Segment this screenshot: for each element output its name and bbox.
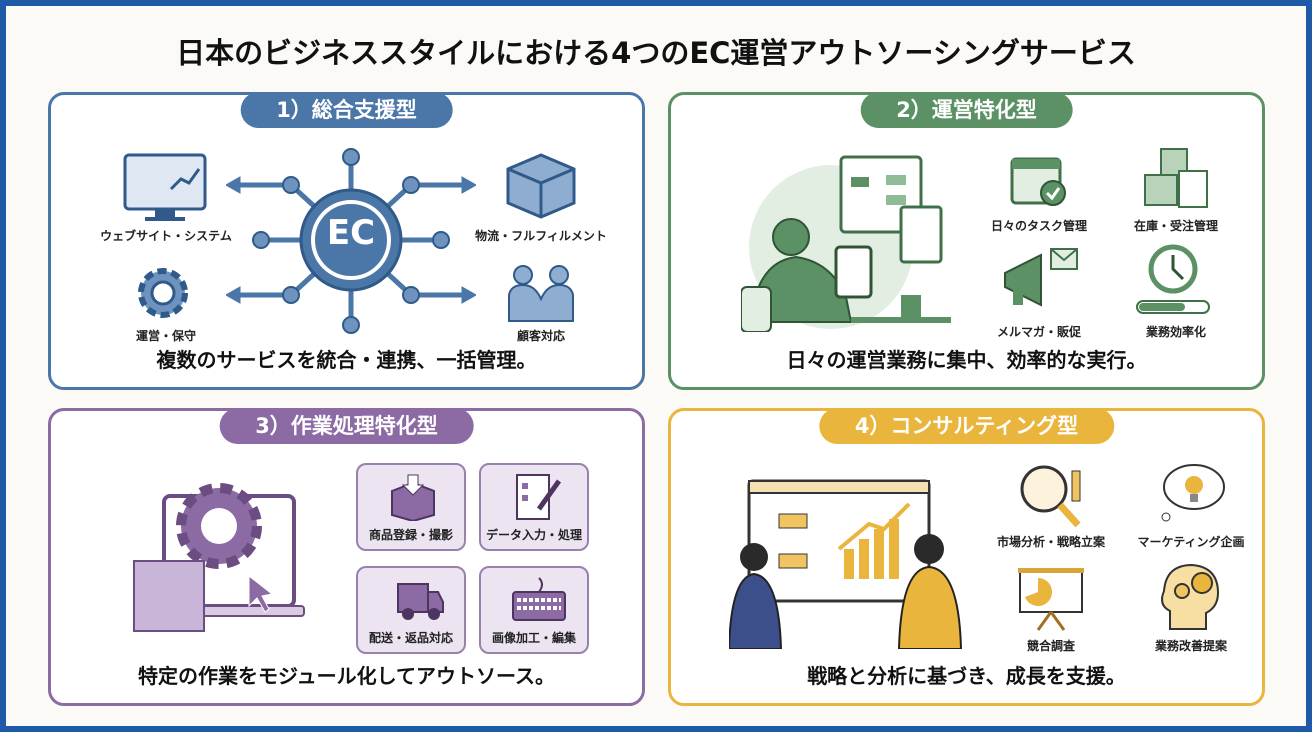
ec-hub-diagram <box>226 148 476 334</box>
presentation-pie-chart-icon <box>1018 568 1084 631</box>
tile-image-editing: 画像加工・編集 <box>479 566 589 654</box>
ec-hub-label: EC <box>326 213 376 253</box>
panel-header: 1）総合支援型 <box>240 92 453 128</box>
megaphone-mail-icon <box>1004 248 1078 307</box>
tile-data-entry: データ入力・処理 <box>479 463 589 551</box>
operator-with-tablet-illustration <box>741 155 951 332</box>
item-label: 業務改善提案 <box>1154 639 1228 653</box>
item-label: 在庫・受注管理 <box>1133 219 1219 233</box>
item-label: 業務効率化 <box>1145 325 1207 339</box>
calendar-check-icon <box>1010 157 1066 206</box>
item-label: 日々のタスク管理 <box>990 219 1088 233</box>
panel-caption: 戦略と分析に基づき、成長を支援。 <box>807 664 1126 688</box>
panel-task-processing-specialized: 3）作業処理特化型 商品登録・撮影 データ入力・処理 配送・返品対応 画像加工・… <box>48 408 645 706</box>
clock-progress-icon <box>1136 244 1210 314</box>
item-label: 競合調査 <box>1026 639 1076 653</box>
website-system-icon <box>123 153 207 221</box>
item-label: 画像加工・編集 <box>491 631 577 645</box>
panel-consulting: 4）コンサルティング型 市場分析・戦略立案 マーケティング企画 競合調査 業務改… <box>668 408 1265 706</box>
box-download-icon <box>391 474 435 521</box>
page-title: 日本のビジネススタイルにおける4つのEC運営アウトソーシングサービス <box>176 36 1136 70</box>
panel-header: 4）コンサルティング型 <box>818 408 1115 444</box>
item-label: 運営・保守 <box>135 329 197 343</box>
head-gears-icon <box>1161 563 1220 630</box>
market-analysis-magnifier-icon <box>1020 465 1081 528</box>
panel-comprehensive-support: 1）総合支援型 EC ウェブサイト・システム 物流・フルフィルメント 運営・保守… <box>48 92 645 390</box>
handshake-icon <box>508 265 574 322</box>
item-label: 商品登録・撮影 <box>368 528 454 542</box>
item-label: 顧客対応 <box>516 329 566 343</box>
tile-shipping-returns: 配送・返品対応 <box>356 566 466 654</box>
item-label: データ入力・処理 <box>485 528 583 542</box>
keyboard-icon <box>512 577 566 621</box>
consultants-presentation-illustration <box>729 479 963 649</box>
gear-icon <box>138 268 188 318</box>
item-label: マーケティング企画 <box>1137 535 1245 549</box>
item-label: ウェブサイト・システム <box>100 229 232 243</box>
delivery-truck-icon <box>397 583 444 620</box>
tile-product-registration: 商品登録・撮影 <box>356 463 466 551</box>
document-pencil-icon <box>516 474 561 520</box>
item-label: 市場分析・戦略立案 <box>996 535 1106 549</box>
item-label: 物流・フルフィルメント <box>475 229 607 243</box>
panel-operations-specialized: 2）運営特化型 日々のタスク管理 在庫・受注管理 メルマガ・販促 業務効率化 日… <box>668 92 1265 390</box>
laptop-gear-box-illustration <box>133 483 305 632</box>
panel-caption: 特定の作業をモジュール化してアウトソース。 <box>138 664 555 688</box>
panel-header: 2）運営特化型 <box>860 92 1073 128</box>
panel-header: 3）作業処理特化型 <box>219 408 474 444</box>
panel-caption: 複数のサービスを統合・連携、一括管理。 <box>156 348 537 372</box>
idea-lightbulb-icon <box>1161 464 1225 522</box>
logistics-box-icon <box>506 153 576 219</box>
item-label: 配送・返品対応 <box>368 631 454 645</box>
inventory-clipboard-icon <box>1144 148 1208 208</box>
panel-caption: 日々の運営業務に集中、効率的な実行。 <box>786 348 1147 372</box>
item-label: メルマガ・販促 <box>996 325 1082 339</box>
